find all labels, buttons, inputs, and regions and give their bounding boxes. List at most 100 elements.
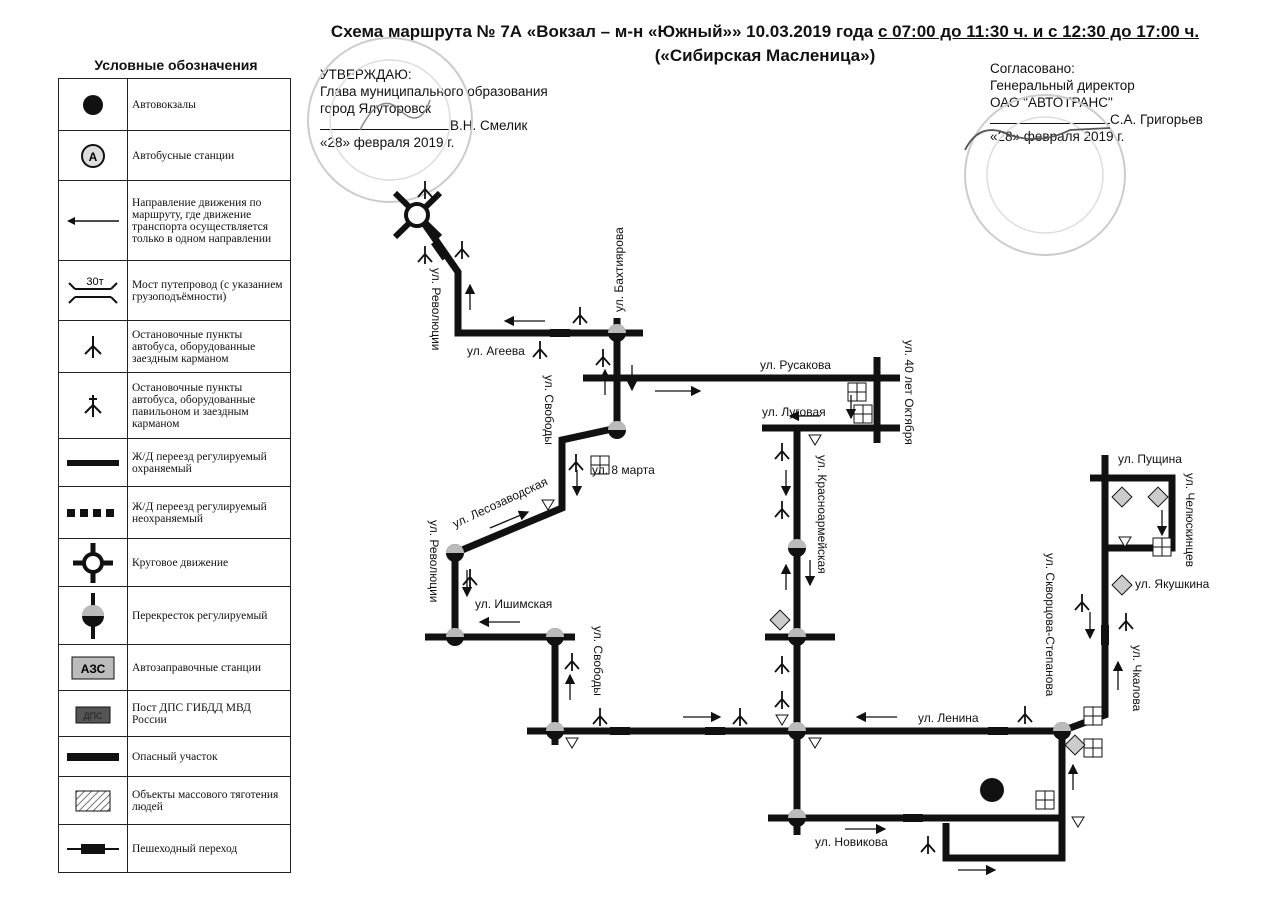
bus-stop-icon <box>417 245 433 265</box>
approval-date: «28» февраля 2019 г. <box>320 135 455 150</box>
road-lesozavodskaya <box>451 470 566 637</box>
street-label: ул. Ишимская <box>475 597 552 611</box>
street-label: ул. Агеева <box>467 344 525 358</box>
street-label: ул. 8 марта <box>592 463 655 477</box>
bus-terminal-icon <box>83 94 103 115</box>
gas-station-symbol: АЗС <box>81 662 106 676</box>
traffic-light-intersection-icon <box>788 539 806 557</box>
triangle-sign-icon <box>808 434 822 446</box>
stamp-right <box>964 94 1126 256</box>
crowd-objects-icon <box>75 790 111 811</box>
traffic-light-intersection-icon <box>788 809 806 827</box>
road-sign-icon <box>1152 537 1172 557</box>
one-way-arrow-icon <box>67 216 119 225</box>
agreement-position: Генеральный директор <box>990 78 1135 93</box>
bus-station-symbol: А <box>89 150 98 164</box>
street-label: ул. Пущина <box>1118 452 1182 466</box>
street-label: ул. Новикова <box>815 835 888 849</box>
diamond-sign-icon <box>1147 486 1169 508</box>
street-label: ул. Якушкина <box>1135 577 1210 591</box>
legend-row-rail-guarded: Ж/Д переезд регулируемый охраняемый <box>58 438 291 487</box>
bridge-icon: 30т <box>68 276 118 304</box>
road-sign-icon <box>853 404 873 424</box>
pedestrian-crossings <box>430 239 1109 822</box>
pedestrian-crossing-icon <box>705 727 725 735</box>
bus-stop-icon <box>454 240 470 260</box>
traffic-light-intersection-icon <box>446 544 464 562</box>
pedestrian-crossing-icon <box>903 814 923 822</box>
legend-row-stop-pavilion: Остановочные пункты автобуса, оборудован… <box>58 372 291 439</box>
traffic-light-intersection-icon <box>1053 722 1071 740</box>
agreement-signature-line: С.А. Григорьев <box>990 111 1203 128</box>
legend-label: Направление движения по маршруту, где дв… <box>127 180 291 261</box>
bus-stop-icon <box>1017 705 1033 725</box>
street-label: ул. Луговая <box>762 405 826 419</box>
legend-label: Остановочные пункты автобуса, оборудован… <box>127 320 291 373</box>
street-label: ул. Свободы <box>542 375 556 445</box>
bus-stop-icon <box>568 453 584 473</box>
railway-crossing-guarded-icon <box>67 459 119 466</box>
legend-table: Автовокзалы А Автобусные станции Направл… <box>58 78 291 873</box>
legend-row-one-way: Направление движения по маршруту, где дв… <box>58 180 291 261</box>
traffic-light-intersection-icon <box>546 722 564 740</box>
triangle-sign-icon <box>565 737 579 749</box>
signature-left <box>359 99 431 131</box>
gas-station-icon: АЗС <box>71 656 115 679</box>
legend-label: Остановочные пункты автобуса, оборудован… <box>127 372 291 439</box>
legend-row-crowd: Объекты массового тяготения людей <box>58 776 291 825</box>
traffic-light-intersection-icon <box>788 628 806 646</box>
legend-row-danger: Опасный участок <box>58 736 291 777</box>
legend-row-police: ДПС Пост ДПС ГИБДД МВД России <box>58 690 291 737</box>
bus-stop-icon <box>920 835 936 855</box>
bus-terminal-icon <box>980 778 1004 802</box>
diamond-sign-icon <box>1064 734 1086 756</box>
approval-heading: УТВЕРЖДАЮ: <box>320 67 412 82</box>
road-novikova <box>768 814 1066 862</box>
bus-stop-icon <box>462 568 478 588</box>
bus-stop-icon <box>774 655 790 675</box>
diamond-sign-icon <box>769 609 791 631</box>
legend-label: Автозаправочные станции <box>127 644 291 691</box>
bus-stop-icon <box>592 707 608 727</box>
street-label: ул. Ленина <box>918 711 979 725</box>
legend-row-bus-station: А Автобусные станции <box>58 130 291 181</box>
dangerous-section-icon <box>67 752 119 761</box>
legend-label: Автобусные станции <box>127 130 291 181</box>
title-main: Схема маршрута № 7А «Вокзал – м-н «Южный… <box>330 22 874 41</box>
bus-stop-icon <box>532 340 548 360</box>
bus-stop-pavilion-icon <box>84 394 102 417</box>
traffic-light-intersection-icon <box>546 628 564 646</box>
triangle-sign-icon <box>775 714 789 726</box>
agreement-heading: Согласовано: <box>990 61 1075 76</box>
map-title: Схема маршрута № 7А «Вокзал – м-н «Южный… <box>300 20 1230 68</box>
pedestrian-crossing-icon <box>610 727 630 735</box>
legend-row-roundabout: Круговое движение <box>58 538 291 587</box>
signature-line <box>990 123 1110 124</box>
agreement-signer: С.А. Григорьев <box>1110 112 1203 127</box>
road-pushchina-loop <box>1090 455 1176 590</box>
approval-signature-line: В.Н. Смелик <box>320 117 548 134</box>
bridge-symbol: 30т <box>86 276 103 288</box>
bus-station-icon: А <box>81 143 105 168</box>
street-label: ул. Красноармейская <box>815 455 829 574</box>
street-label: ул. Свободы <box>591 626 605 696</box>
railway-crossing-unguarded-icon <box>67 508 119 517</box>
route-roads <box>414 211 1176 862</box>
legend-row-pedestrian: Пешеходный переход <box>58 824 291 873</box>
bus-stop-pocket-icon <box>84 335 102 358</box>
traffic-light-intersection-icon <box>788 722 806 740</box>
traffic-light-intersection-icon <box>608 324 626 342</box>
approval-position: Глава муниципального образования <box>320 84 548 99</box>
legend-row-gas-station: АЗС Автозаправочные станции <box>58 644 291 691</box>
bus-stop-icon <box>595 348 611 368</box>
agreement-block: Согласовано: Генеральный директор ОАО "А… <box>990 60 1203 145</box>
arrow-icon <box>489 510 530 529</box>
bus-stop-icon <box>774 442 790 462</box>
street-label: ул. Чкалова <box>1130 645 1144 712</box>
pedestrian-crossing-icon <box>1101 625 1109 645</box>
legend-row-intersection: Перекресток регулируемый <box>58 586 291 645</box>
legend-label: Перекресток регулируемый <box>127 586 291 645</box>
legend-row-rail-unguarded: Ж/Д переезд регулируемый неохраняемый <box>58 486 291 539</box>
legend-row-stop-pocket: Остановочные пункты автобуса, оборудован… <box>58 320 291 373</box>
